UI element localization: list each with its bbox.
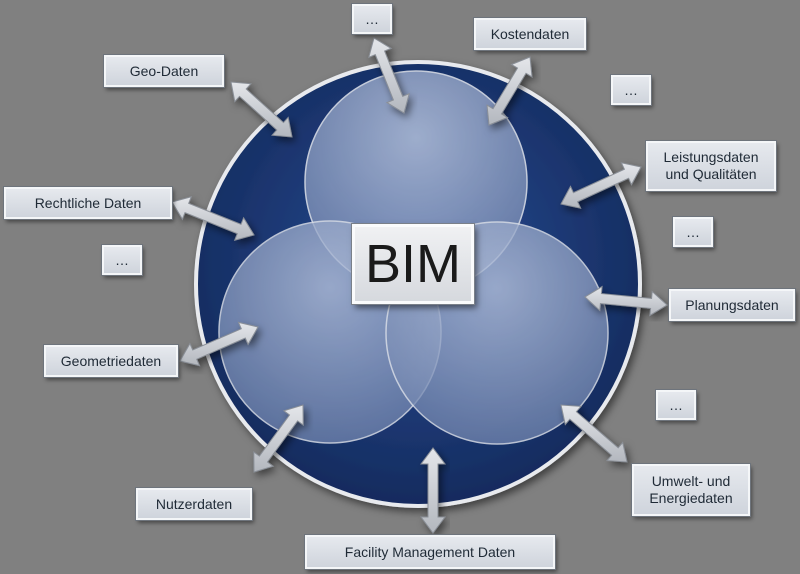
bim-center-label: BIM xyxy=(351,223,475,305)
label-nutzerdaten: Nutzerdaten xyxy=(135,487,253,521)
label-geometriedaten: Geometriedaten xyxy=(43,344,179,378)
label-leistungsdaten: Leistungsdaten und Qualitäten xyxy=(645,140,777,192)
label-ellipsis-left: … xyxy=(101,244,143,276)
label-umwelt-energiedaten: Umwelt- und Energiedaten xyxy=(631,463,751,517)
arrow-geo-daten xyxy=(230,81,293,138)
label-facility-management-daten: Facility Management Daten xyxy=(304,534,556,570)
label-ellipsis-top-right: … xyxy=(610,74,652,106)
arrow-kostendaten xyxy=(486,56,533,126)
label-ellipsis-top: … xyxy=(351,3,393,35)
label-planungsdaten: Planungsdaten xyxy=(668,288,796,322)
label-kostendaten: Kostendaten xyxy=(473,17,587,51)
label-ellipsis-right: … xyxy=(672,216,714,248)
arrows-group xyxy=(171,37,668,534)
arrow-top-ellipsis xyxy=(368,37,410,114)
arrow-planungsdaten xyxy=(584,285,668,317)
arrow-rechtliche-daten xyxy=(171,196,255,241)
arrow-facility-management xyxy=(420,447,446,534)
arrow-umwelt-energiedaten xyxy=(560,404,628,463)
arrow-geometriedaten xyxy=(179,321,259,367)
label-ellipsis-bottom-right: … xyxy=(655,389,697,421)
arrow-nutzerdaten xyxy=(253,404,304,473)
label-rechtliche-daten: Rechtliche Daten xyxy=(3,186,173,220)
arrow-leistungsdaten xyxy=(560,162,642,209)
label-geo-daten: Geo-Daten xyxy=(103,54,225,88)
